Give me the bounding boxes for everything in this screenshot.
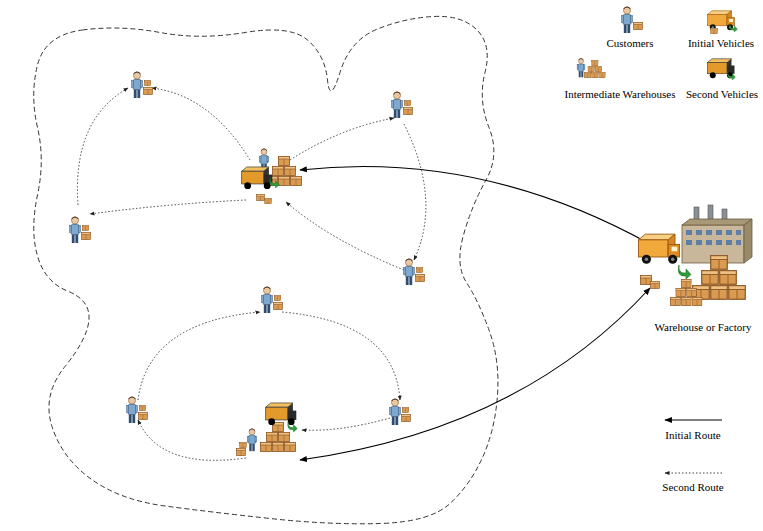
initial-route <box>300 166 650 460</box>
intermediate-warehouse <box>237 403 298 456</box>
legend-label: Second Vehicles <box>686 88 758 101</box>
legend-label: Initial Vehicles <box>688 37 754 50</box>
factory-icon <box>638 205 752 306</box>
factory-node: Warehouse or Factory <box>647 206 759 336</box>
second-route <box>77 88 425 460</box>
service-region <box>34 16 498 523</box>
legend-label: Initial Route <box>665 429 720 442</box>
legend-label: Second Route <box>662 481 723 494</box>
customer-icons <box>70 72 425 426</box>
legend-label: Customers <box>606 37 653 50</box>
intermediate-warehouse <box>242 148 302 203</box>
node-label: Warehouse or Factory <box>655 321 752 334</box>
legend-label: Intermediate Warehouses <box>564 88 675 101</box>
legend-samples <box>577 7 737 474</box>
